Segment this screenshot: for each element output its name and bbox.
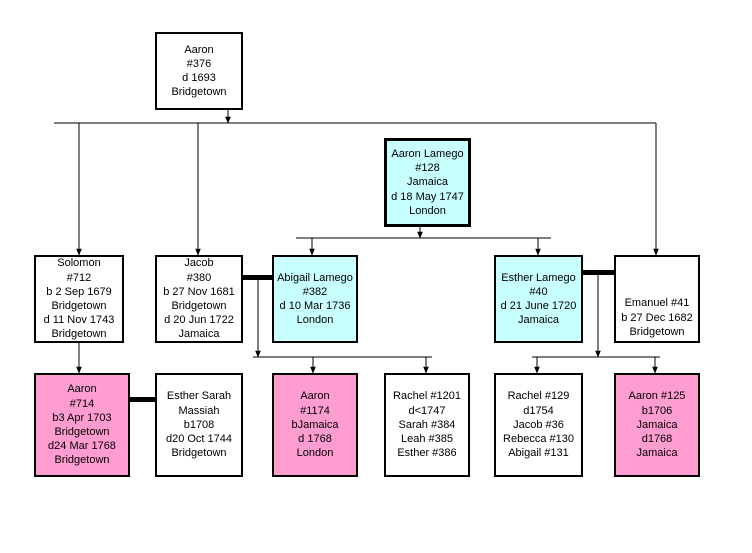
person-text-line: b 2 Sep 1679 [46, 285, 112, 298]
person-text-line: Bridgetown [51, 328, 107, 341]
person-text-line: Bridgetown [54, 454, 110, 467]
person-text-line: #376 [186, 57, 212, 70]
person-text-line: Jamaica [407, 176, 448, 189]
person-text-line: d 10 Mar 1736 [279, 300, 351, 312]
person-text-line: London [409, 204, 446, 217]
person-text-line: Sarah #384 [398, 418, 456, 431]
person-text-line: Bridgetown [171, 447, 227, 460]
person-text-line: Aaron Lamego [391, 147, 464, 160]
person-text-line: d 1693 [182, 72, 216, 84]
person-text-line: Jamaica [178, 328, 220, 341]
person-text-line: #712 [66, 271, 92, 284]
person-text-line: Bridgetown [629, 325, 685, 338]
marriage-bar-jacob-abigail [241, 275, 274, 280]
person-text-line: London [296, 314, 334, 327]
person-text-line: Esther #386 [397, 447, 457, 460]
person-text-line: d20 Oct 1744 [165, 433, 233, 446]
person-text-line: #380 [186, 271, 212, 284]
person-text-line: Rachel #1201 [393, 390, 461, 403]
marriage-bar-aaron714-esther-sarah [129, 397, 156, 402]
person-text-line: b1708 [183, 418, 215, 431]
person-text-line: Aaron [184, 43, 214, 56]
marriage-bar-esther-emanuel [581, 270, 616, 275]
person-text-line: b 27 Dec 1682 [621, 311, 693, 324]
person-text-line: Emanuel #41 [624, 297, 690, 310]
person-text-line: Aaron #125 [628, 390, 686, 403]
person-text-line: Abigail Lamego [277, 271, 353, 284]
person-text-line: Bridgetown [54, 426, 110, 438]
person-text-line: d 11 Nov 1743 [43, 314, 115, 327]
person-text-line: #128 [415, 162, 440, 175]
person-text-line: Rebecca #130 [503, 433, 574, 446]
person-text-line: #40 [529, 285, 548, 298]
person-text-line: Esther Sarah [166, 390, 232, 403]
person-text-line: d 21 June 1720 [500, 300, 577, 312]
person-text-line: Jamaica [636, 418, 678, 431]
person-text-line: b 27 Nov 1681 [163, 285, 235, 298]
person-text-line: #714 [69, 397, 95, 410]
person-text-line: d24 Mar 1768 [48, 440, 116, 453]
person-text-line: d 18 May 1747 [391, 190, 464, 203]
person-text-line: b3 Apr 1703 [52, 411, 112, 424]
person-text-line: bJamaica [291, 418, 339, 431]
person-text-line: d<1747 [408, 404, 446, 417]
person-text-line: Aaron [67, 383, 97, 396]
person-text-line: d1768 [641, 433, 673, 446]
person-text-line: d 1768 [298, 433, 332, 446]
person-text-line: Jacob #36 [513, 418, 564, 431]
person-text-line: Esther Lamego [501, 271, 576, 284]
person-text-line: Bridgetown [171, 86, 227, 99]
person-text-line: Jamaica [636, 447, 678, 460]
person-text-line: Leah #385 [401, 433, 453, 446]
person-text-line: Massiah [178, 404, 220, 417]
person-text-line: #382 [302, 285, 328, 298]
person-text-line: Solomon [57, 257, 101, 270]
person-text-line: Jacob [184, 257, 214, 270]
person-text-line: Aaron [300, 390, 330, 403]
person-text-line: London [296, 447, 334, 460]
person-text-line: #1174 [300, 404, 330, 417]
person-text-line: Jamaica [518, 314, 559, 327]
person-text-line: d 20 Jun 1722 [164, 314, 234, 327]
person-text-line: Bridgetown [171, 300, 227, 312]
person-text-line: Rachel #129 [507, 390, 570, 403]
person-text-line: d1754 [523, 404, 554, 417]
person-text-line: Bridgetown [51, 300, 107, 312]
person-text-line: b1706 [641, 404, 673, 417]
person-text-line: Abigail #131 [508, 447, 569, 460]
